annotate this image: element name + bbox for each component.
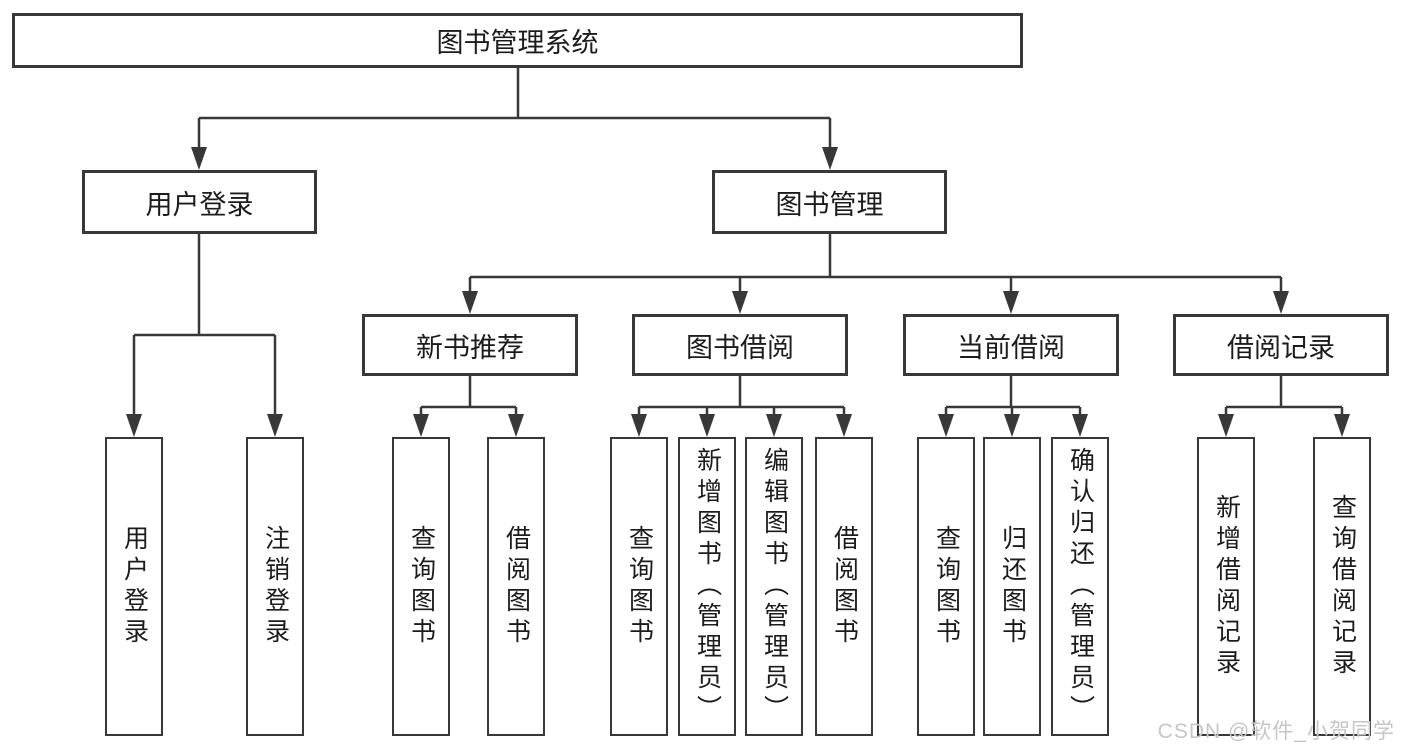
leaf-user-login: 用户登录 <box>105 437 163 736</box>
node-borrow-records-label: 借阅记录 <box>1227 332 1335 363</box>
node-current-borrow: 当前借阅 <box>903 314 1119 376</box>
leaf-newbook-query-label: 查询图书 <box>407 524 436 649</box>
arrowheads <box>126 147 1350 437</box>
leaf-borrow-edit: 编辑图书（管理员） <box>745 437 803 736</box>
leaf-current-confirm: 确认归还（管理员） <box>1051 437 1109 736</box>
leaf-borrow-borrow-label: 借阅图书 <box>830 524 859 649</box>
leaf-borrow-add: 新增图书（管理员） <box>678 437 736 736</box>
leaf-current-return: 归还图书 <box>983 437 1041 736</box>
connector-paths <box>132 68 1344 416</box>
node-root-label: 图书管理系统 <box>436 28 599 58</box>
leaf-current-confirm-label: 确认归还（管理员） <box>1066 447 1095 726</box>
csdn-watermark: CSDN @软件_小贺同学 <box>1157 720 1395 743</box>
leaf-borrow-borrow: 借阅图书 <box>815 437 873 736</box>
leaf-newbook-borrow: 借阅图书 <box>487 437 545 736</box>
leaf-user-login-label: 用户登录 <box>120 524 149 649</box>
node-current-borrow-label: 当前借阅 <box>957 332 1065 363</box>
leaf-borrow-add-label: 新增图书（管理员） <box>693 447 722 726</box>
leaf-logout-label: 注销登录 <box>261 524 290 649</box>
leaf-records-add-label: 新增借阅记录 <box>1212 493 1241 680</box>
node-book-borrow: 图书借阅 <box>632 314 848 376</box>
leaf-borrow-edit-label: 编辑图书（管理员） <box>760 447 789 726</box>
leaf-records-add: 新增借阅记录 <box>1197 437 1255 736</box>
leaf-logout: 注销登录 <box>246 437 304 736</box>
node-user-login: 用户登录 <box>82 170 317 234</box>
node-new-book-recommend-label: 新书推荐 <box>416 332 524 363</box>
leaf-borrow-query: 查询图书 <box>610 437 668 736</box>
leaf-current-query-label: 查询图书 <box>932 524 961 649</box>
node-borrow-records: 借阅记录 <box>1173 314 1389 376</box>
leaf-borrow-query-label: 查询图书 <box>625 524 654 649</box>
leaf-newbook-borrow-label: 借阅图书 <box>502 524 531 649</box>
node-user-login-label: 用户登录 <box>145 189 254 220</box>
leaf-records-query-label: 查询借阅记录 <box>1328 493 1357 680</box>
node-book-management: 图书管理 <box>712 170 947 234</box>
leaf-records-query: 查询借阅记录 <box>1313 437 1371 736</box>
leaf-newbook-query: 查询图书 <box>392 437 450 736</box>
node-new-book-recommend: 新书推荐 <box>362 314 578 376</box>
leaf-current-return-label: 归还图书 <box>998 524 1027 649</box>
leaf-current-query: 查询图书 <box>917 437 975 736</box>
node-book-borrow-label: 图书借阅 <box>686 332 794 363</box>
node-root: 图书管理系统 <box>12 13 1023 68</box>
node-book-management-label: 图书管理 <box>775 189 884 220</box>
